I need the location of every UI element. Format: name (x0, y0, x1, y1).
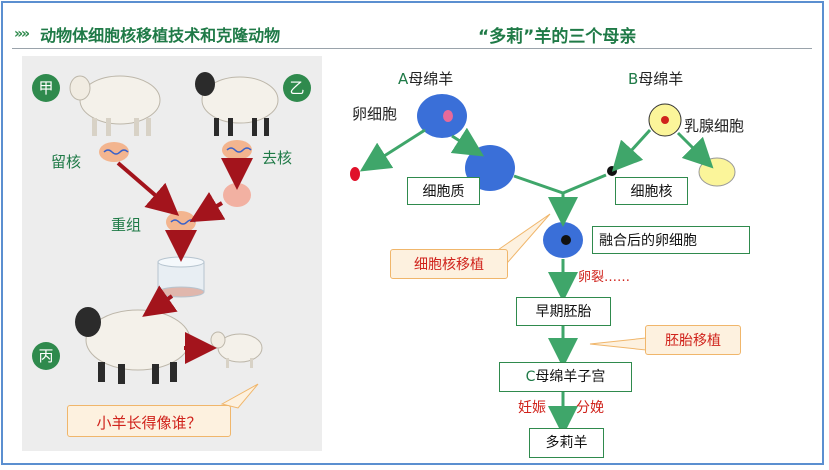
nuclear-transfer-callout: 细胞核移植 (390, 249, 508, 279)
embryo-transfer-callout: 胚胎移植 (645, 325, 741, 355)
cell-with-nucleus-icon (99, 142, 129, 162)
sheep-a-label: A母绵羊 (398, 70, 454, 88)
cytoplasm-box: 细胞质 (407, 177, 480, 205)
right-title: “多莉”羊的三个母亲 (478, 27, 637, 47)
egg-cell-shape (417, 94, 467, 138)
uterus-box: C母绵羊子宫 (499, 362, 632, 392)
left-title: 动物体细胞核移植技术和克隆动物 (40, 26, 281, 45)
sheep-b-label: B母绵羊 (628, 70, 684, 88)
chevron-icon: »» (14, 26, 30, 42)
egg-cell-label: 卵细胞 (352, 105, 398, 123)
nucleus-box: 细胞核 (615, 177, 688, 205)
enucleated-egg-icon (223, 183, 251, 207)
fused-egg-box: 融合后的卵细胞 (592, 226, 750, 254)
cleavage-label: 卵裂…… (578, 270, 631, 285)
label-jia: 甲 (32, 74, 60, 102)
slide-header: »» 动物体细胞核移植技术和克隆动物 (14, 20, 280, 48)
sheep-yi-icon (195, 72, 279, 136)
label-bing: 丙 (32, 342, 60, 370)
keep-nucleus-label: 留核 (51, 153, 82, 171)
cell-nucleus-removed-icon (222, 140, 252, 160)
label-yi: 乙 (283, 74, 311, 102)
delivery-label: 分娩 (576, 400, 604, 416)
sheep-jia-icon (69, 75, 161, 136)
recombined-cell-icon (166, 211, 196, 233)
mammary-cell-label: 乳腺细胞 (684, 117, 745, 135)
dolly-box: 多莉羊 (529, 428, 604, 458)
pregnancy-label: 妊娠 (518, 400, 546, 416)
early-embryo-box: 早期胚胎 (516, 297, 611, 326)
remove-nucleus-label: 去核 (262, 149, 293, 167)
lamb-icon (210, 331, 263, 368)
recombine-label: 重组 (111, 216, 142, 234)
header-divider (12, 48, 812, 49)
culture-dish-icon (157, 256, 205, 298)
sheep-bing-icon (75, 307, 191, 384)
question-callout: 小羊长得像谁？ (67, 405, 231, 437)
